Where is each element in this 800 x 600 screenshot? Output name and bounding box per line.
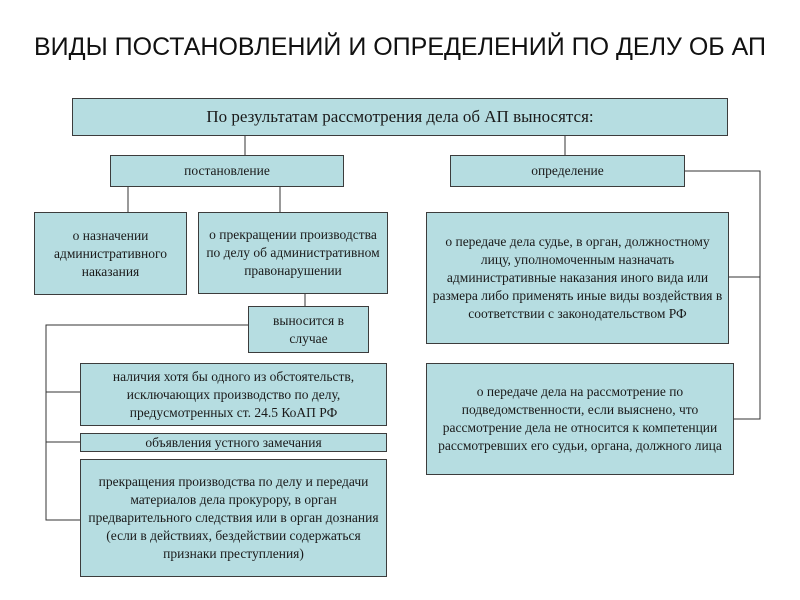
connector-opredelenie-bracket [685, 170, 761, 420]
opredelenie-label: определение [531, 163, 604, 178]
root-label: По результатам рассмотрения дела об АП в… [206, 107, 594, 126]
opredelenie-item-box-1: о передаче дела судье, в орган, должност… [426, 212, 729, 344]
page-title: ВИДЫ ПОСТАНОВЛЕНИЙ И ОПРЕДЕЛЕНИЙ ПО ДЕЛУ… [34, 33, 766, 61]
opredelenie-item-label-1: о передаче дела судье, в орган, должност… [432, 234, 723, 321]
case-box-2: объявления устного замечания [80, 433, 387, 452]
prekrashchenie-box: о прекращении производства по делу об ад… [198, 212, 388, 294]
connector-cases-bracket [45, 324, 248, 521]
case-label-3: прекращения производства по делу и перед… [88, 474, 379, 561]
case-label-2: объявления устного замечания [145, 434, 322, 450]
vynositsya-box: выносится в случае [248, 306, 369, 353]
vynositsya-label: выносится в случае [273, 312, 344, 346]
case-box-1: наличия хотя бы одного из обстоятельств,… [80, 363, 387, 426]
naznachenie-label: о назначении административного наказания [54, 227, 167, 279]
opredelenie-box: определение [450, 155, 685, 187]
naznachenie-box: о назначении административного наказания [34, 212, 187, 295]
root-box: По результатам рассмотрения дела об АП в… [72, 98, 728, 136]
opredelenie-item-label-2: о передаче дела на рассмотрение по подве… [438, 384, 722, 453]
postanovlenie-box: постановление [110, 155, 344, 187]
prekrashchenie-label: о прекращении производства по делу об ад… [206, 227, 380, 278]
case-box-3: прекращения производства по делу и перед… [80, 459, 387, 577]
postanovlenie-label: постановление [184, 163, 270, 178]
case-label-1: наличия хотя бы одного из обстоятельств,… [112, 368, 355, 420]
opredelenie-item-box-2: о передаче дела на рассмотрение по подве… [426, 363, 734, 475]
